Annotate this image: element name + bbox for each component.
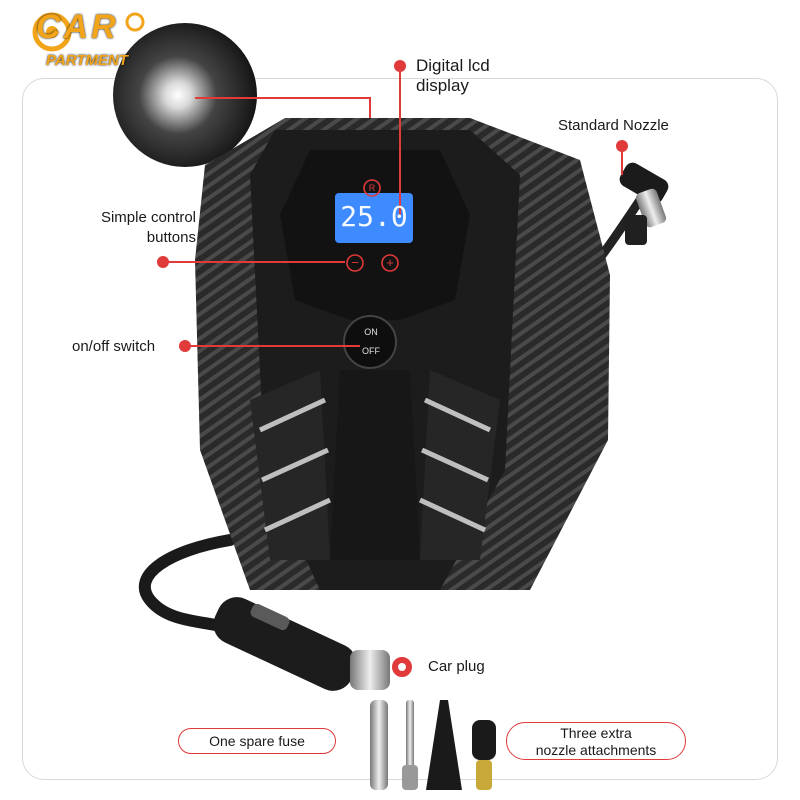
car-plug-graphic [213,597,412,691]
r-button-label: R [368,183,376,193]
logo-gear-icon [32,12,145,52]
accessory-ball-nozzle-graphic [472,720,496,790]
plus-button[interactable] [381,254,399,272]
logo-subtitle: PARTMENT [46,52,128,69]
power-switch[interactable] [343,315,397,369]
lcd-value: 25.0 [340,200,408,233]
logo-wordmark: CAR [36,8,119,46]
r-button[interactable] [363,179,381,197]
callout-control-buttons: Simple control buttons [100,209,196,246]
callout-car-plug: Car plug [428,658,485,675]
minus-button-label: − [351,255,359,270]
switch-on-label: ON [364,327,378,337]
power-cable [138,534,241,636]
callout-on-off-switch: on/off switch [72,338,156,355]
callout-standard-nozzle: Standard Nozzle [558,117,669,134]
callout-extra-nozzles: Three extra nozzle attachments [506,722,686,760]
minus-button[interactable] [346,254,364,272]
switch-off-label: OFF [362,346,380,356]
callout-leader-lines [165,72,623,347]
light-glow-inset [113,23,257,167]
plus-button-label: + [386,255,394,270]
callout-spare-fuse: One spare fuse [178,728,336,754]
lcd-screen [335,193,413,243]
accessory-needle-graphic [402,700,418,790]
compressor-body [195,118,610,590]
standard-nozzle-graphic [619,162,669,245]
callout-digital-lcd: Digital lcd display [416,56,490,95]
accessory-cone-nozzle-graphic [426,700,462,790]
accessory-fuse-graphic [370,700,388,790]
